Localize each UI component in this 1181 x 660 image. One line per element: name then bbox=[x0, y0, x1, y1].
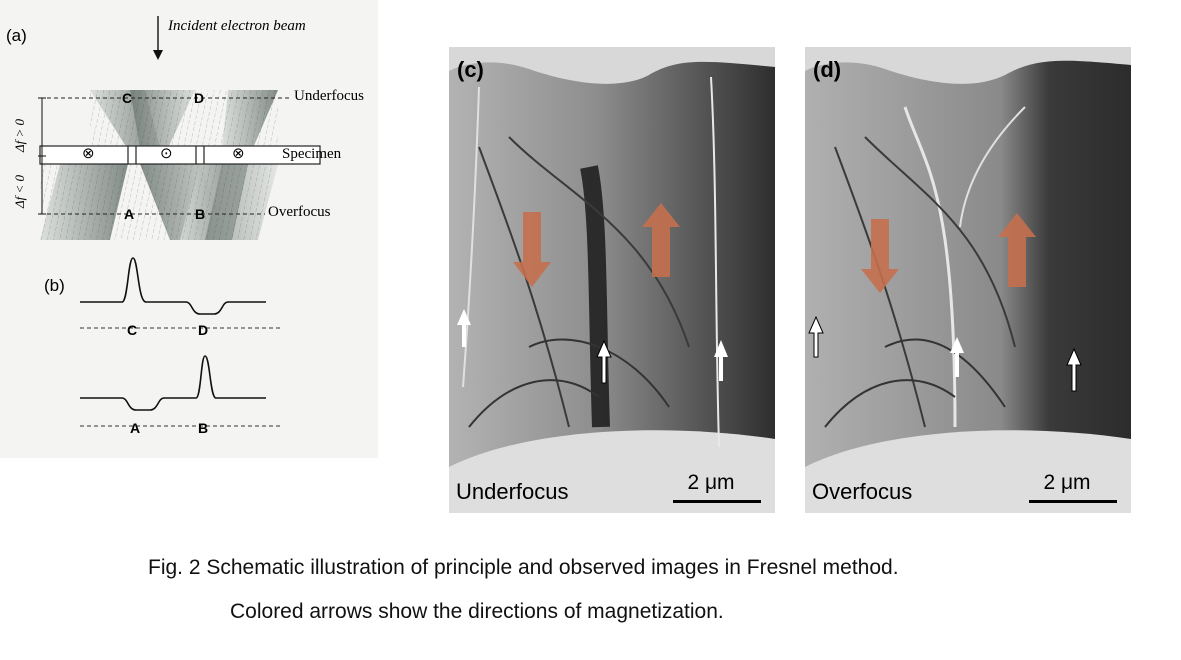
magnetization-arrow-up bbox=[642, 203, 680, 277]
scale-bar-d bbox=[1029, 500, 1117, 503]
micrograph-d-image bbox=[805, 47, 1131, 513]
magnetization-out-symbol: ⊙ bbox=[160, 145, 173, 162]
schematic-panel: (a) Incident electron beam Underfocus Sp… bbox=[0, 0, 378, 458]
point-a: A bbox=[124, 206, 135, 222]
wall-arrow-outline-right bbox=[1066, 347, 1082, 392]
profile-d-label: D bbox=[198, 322, 209, 338]
panel-c-label: (c) bbox=[457, 57, 484, 82]
figure-caption-line-1: Fig. 2 Schematic illustration of princip… bbox=[148, 556, 899, 579]
point-c: C bbox=[122, 90, 133, 106]
scale-bar-c bbox=[673, 500, 761, 503]
magnetization-arrow-down bbox=[861, 219, 899, 293]
panel-b-label: (b) bbox=[44, 276, 65, 295]
wall-arrow-white-right bbox=[714, 340, 728, 381]
beam-label: Incident electron beam bbox=[168, 18, 306, 34]
magnetization-arrow-up bbox=[998, 213, 1036, 287]
scale-bar-label-c: 2 μm bbox=[687, 471, 735, 494]
delta-positive-label: Δf > 0 bbox=[12, 118, 27, 152]
profile-a-label: A bbox=[130, 420, 141, 436]
panel-d-label: (d) bbox=[813, 57, 842, 82]
wall-arrow-white-left bbox=[457, 309, 471, 347]
overfocus-image-label: Overfocus bbox=[812, 479, 913, 504]
magnetization-in-symbol-right: ⊗ bbox=[232, 145, 245, 162]
overfocus-label: Overfocus bbox=[268, 204, 331, 220]
micrograph-underfocus: (c) Underfocus 2 μm bbox=[449, 47, 775, 513]
magnetization-in-symbol-left: ⊗ bbox=[82, 145, 95, 162]
specimen-label: Specimen bbox=[282, 146, 342, 162]
figure-caption-line-2: Colored arrows show the directions of ma… bbox=[230, 600, 724, 623]
micrograph-c-image bbox=[449, 47, 775, 513]
wall-arrow-outline-left bbox=[808, 315, 824, 358]
delta-negative-label: Δf < 0 bbox=[12, 174, 27, 208]
underfocus-label: Underfocus bbox=[294, 88, 364, 104]
underfocus-image-label: Underfocus bbox=[456, 479, 569, 504]
point-d: D bbox=[194, 90, 205, 106]
micrograph-overfocus: (d) Overfocus 2 μm bbox=[805, 47, 1131, 513]
scale-bar-label-d: 2 μm bbox=[1043, 471, 1091, 494]
profile-b-label: B bbox=[198, 420, 209, 436]
wall-arrow-white bbox=[950, 337, 964, 377]
panel-a-label: (a) bbox=[6, 26, 27, 45]
magnetization-arrow-down bbox=[513, 212, 551, 287]
wall-arrow-outline bbox=[596, 339, 612, 384]
fresnel-schematic bbox=[38, 16, 321, 427]
profile-c-label: C bbox=[127, 322, 138, 338]
point-b: B bbox=[195, 206, 206, 222]
